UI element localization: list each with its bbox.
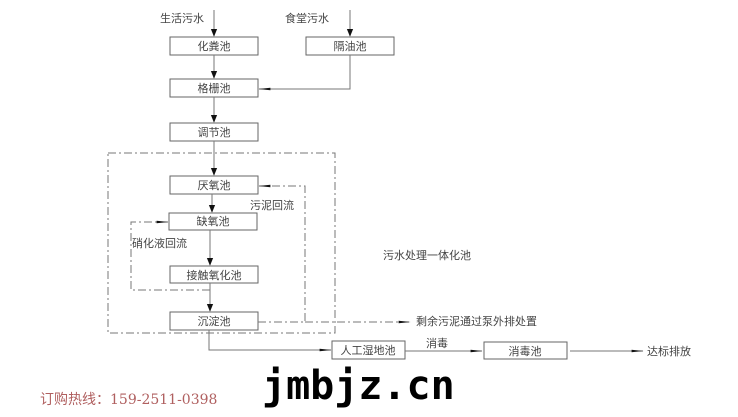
- box-anoxic-label: 缺氧池: [197, 214, 230, 228]
- box-wetland: [331, 340, 406, 360]
- box-contact-oxidation: [169, 265, 259, 284]
- input-domestic-label: 生活污水: [160, 11, 204, 25]
- disinfection-label: 消毒: [426, 336, 448, 350]
- box-anoxic: [168, 212, 258, 231]
- discharge-label: 达标排放: [647, 344, 691, 358]
- box-wetland-label: 人工湿地池: [341, 344, 396, 357]
- integrated-unit-boundary: [107, 152, 336, 334]
- integrated-unit-label: 污水处理一体化池: [383, 248, 471, 262]
- arrow-grease-to-grille: [258, 55, 351, 91]
- sludge-return-label: 污泥回流: [250, 198, 294, 212]
- box-grease-label: 隔油池: [334, 39, 367, 53]
- nitrate-return-label: 硝化液回流: [132, 236, 187, 250]
- box-septic-label: 化粪池: [198, 39, 231, 53]
- input-canteen-label: 食堂污水: [285, 11, 329, 25]
- box-contact-oxidation-label: 接触氧化池: [187, 268, 242, 282]
- sludge-return-line: [258, 184, 306, 323]
- nitrate-return-line: [130, 220, 210, 291]
- watermark-site: jmbjz.cn: [262, 363, 455, 409]
- box-sedimentation-label: 沉淀池: [198, 314, 231, 328]
- box-sedimentation: [169, 311, 259, 331]
- excess-sludge-label: 剩余污泥通过泵外排处置: [416, 314, 537, 328]
- box-disinfection-tank-label: 消毒池: [509, 344, 542, 358]
- box-disinfection-tank: [483, 341, 568, 360]
- watermark-phone: 订购热线：159-2511-0398: [40, 392, 217, 408]
- box-anaerobic-label: 厌氧池: [198, 178, 231, 192]
- box-adjust-label: 调节池: [198, 126, 231, 139]
- arrow-to-wetland: [208, 330, 332, 352]
- box-grille-label: 格栅池: [198, 81, 231, 95]
- box-anaerobic: [169, 175, 259, 195]
